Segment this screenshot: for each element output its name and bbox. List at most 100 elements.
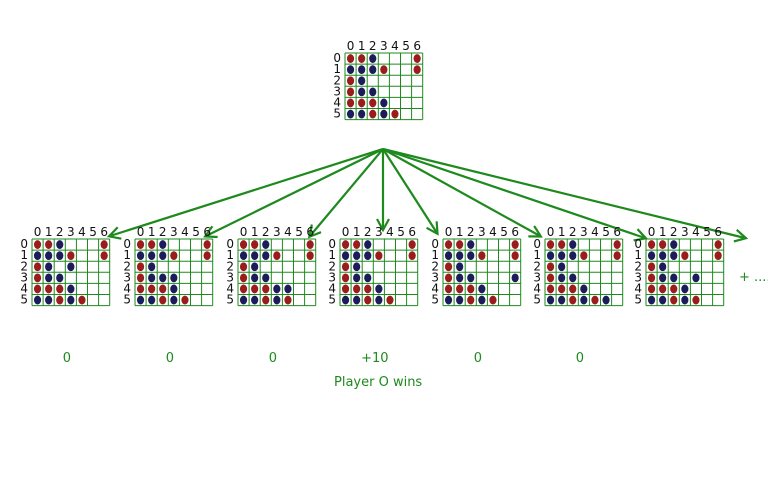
blue-piece (45, 251, 53, 261)
row-label: 5 (333, 107, 341, 121)
red-piece (444, 273, 453, 283)
blue-piece (670, 251, 678, 261)
column-label: 2 (670, 225, 678, 239)
column-label: 5 (295, 225, 303, 239)
blue-piece (159, 240, 167, 249)
column-label: 6 (203, 225, 211, 239)
row-label: 5 (328, 293, 336, 307)
column-label: 4 (78, 225, 86, 239)
move-arrow (382, 148, 540, 236)
column-label: 0 (547, 225, 555, 239)
row-label: 4 (123, 281, 131, 295)
row-label: 0 (533, 237, 541, 251)
blue-piece (262, 273, 270, 283)
blue-piece (45, 295, 53, 305)
red-piece (170, 251, 178, 261)
row-label: 5 (226, 293, 234, 307)
child-score: 0 (269, 351, 277, 366)
child-score: 0 (474, 351, 482, 366)
column-label: 0 (342, 225, 350, 239)
column-label: 3 (478, 225, 486, 239)
row-label: 3 (533, 270, 541, 284)
column-label: 4 (692, 225, 700, 239)
blue-piece (681, 284, 689, 294)
row-label: 4 (333, 95, 341, 109)
red-piece (136, 273, 145, 283)
blue-piece (341, 251, 350, 261)
row-label: 5 (123, 293, 131, 307)
red-piece (546, 262, 555, 272)
move-arrow (382, 147, 745, 238)
red-piece (714, 251, 722, 261)
blue-piece (369, 65, 377, 75)
column-label: 3 (375, 225, 383, 239)
red-piece (391, 109, 399, 119)
move-arrow (382, 147, 645, 238)
blue-piece (170, 273, 178, 283)
blue-piece (67, 295, 75, 305)
row-label: 2 (123, 259, 131, 273)
row-label: 4 (328, 281, 336, 295)
column-label: 6 (306, 225, 314, 239)
column-label: 2 (467, 225, 475, 239)
blue-piece (358, 65, 366, 75)
column-label: 3 (67, 225, 75, 239)
red-piece (45, 240, 53, 249)
red-piece (284, 295, 292, 305)
red-piece (45, 284, 53, 294)
red-piece (358, 98, 366, 108)
blue-piece (659, 262, 667, 272)
column-label: 4 (591, 225, 599, 239)
blue-piece (375, 284, 383, 294)
row-label: 3 (123, 270, 131, 284)
red-piece (159, 284, 167, 294)
red-piece (346, 98, 355, 108)
row-label: 1 (20, 248, 28, 262)
blue-piece (56, 251, 64, 261)
move-arrow (310, 148, 384, 236)
red-piece (546, 284, 555, 294)
red-piece (714, 240, 722, 249)
blue-piece (353, 251, 361, 261)
column-label: 1 (251, 225, 259, 239)
red-piece (546, 273, 555, 283)
row-label: 0 (226, 237, 234, 251)
row-label: 0 (431, 237, 439, 251)
blue-piece (467, 240, 475, 249)
blue-piece (364, 240, 372, 249)
move-arrows (110, 147, 745, 238)
blue-piece (511, 273, 519, 283)
column-label: 1 (358, 39, 366, 53)
blue-piece (659, 251, 667, 261)
red-piece (511, 240, 519, 249)
blue-piece (364, 251, 372, 261)
red-piece (358, 54, 366, 63)
blue-piece (467, 273, 475, 283)
red-piece (239, 284, 248, 294)
blue-piece (558, 273, 566, 283)
row-label: 0 (328, 237, 336, 251)
column-label: 3 (170, 225, 178, 239)
red-piece (56, 284, 64, 294)
red-piece (511, 251, 519, 261)
blue-piece (569, 251, 577, 261)
red-piece (262, 295, 270, 305)
blue-piece (670, 240, 678, 249)
blue-piece (546, 295, 555, 305)
blue-piece (670, 273, 678, 283)
red-piece (203, 240, 211, 249)
blue-piece (467, 251, 475, 261)
blue-piece (681, 295, 689, 305)
red-piece (408, 251, 416, 261)
column-label: 2 (364, 225, 372, 239)
red-piece (613, 251, 621, 261)
blue-piece (239, 295, 248, 305)
red-piece (341, 262, 350, 272)
column-label: 3 (681, 225, 689, 239)
red-piece (33, 284, 42, 294)
blue-piece (478, 284, 486, 294)
blue-piece (346, 109, 355, 119)
column-label: 5 (500, 225, 508, 239)
